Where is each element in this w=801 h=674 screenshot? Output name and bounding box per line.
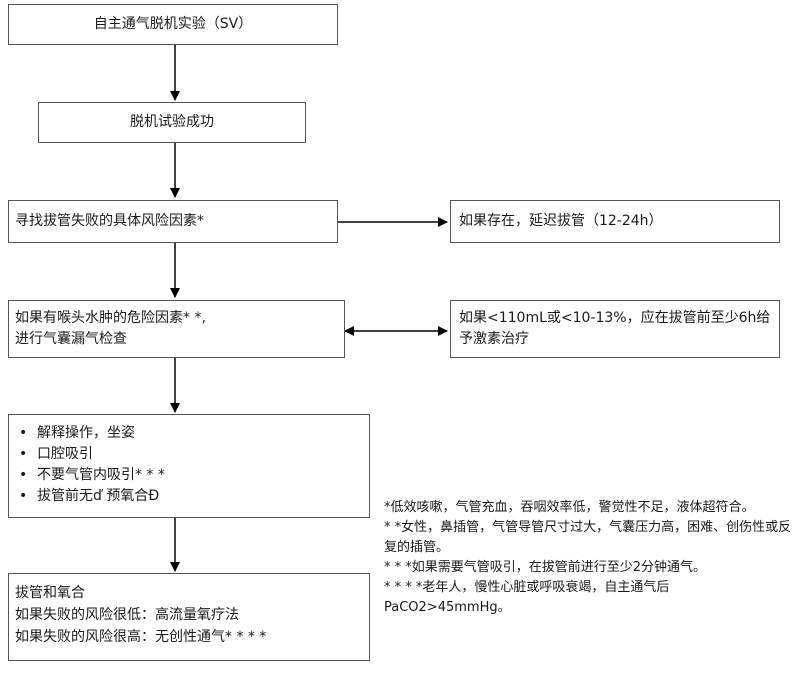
footnotes: *低效咳嗽，气管充血，吞咽效率低，警觉性不足，液体超符合。 * *女性，鼻插管，… [384, 498, 794, 618]
sbt-label: 自主通气脱机实验（SV） [93, 16, 253, 32]
prep-item: 口腔吸引 [9, 444, 369, 465]
footnote-4: * * * *老年人，慢性心脏或呼吸衰竭，自主通气后PaCO2>45mmHg。 [384, 580, 670, 615]
laryngeal-edema-box: 如果有喉头水肿的危险因素* *, 进行气囊漏气检查 [8, 300, 345, 358]
laryngeal-line-1: 如果有喉头水肿的危险因素* *, [15, 310, 206, 326]
success-box: 脱机试验成功 [38, 102, 306, 143]
success-label: 脱机试验成功 [130, 114, 214, 130]
sbt-box: 自主通气脱机实验（SV） [8, 4, 338, 45]
extubation-line-3: 如果失败的风险很高：无创性通气* * * * [15, 629, 267, 645]
risk-factors-box: 寻找拔管失败的具体风险因素* [8, 200, 338, 243]
extubation-box: 拔管和氧合 如果失败的风险很低：高流量氧疗法 如果失败的风险很高：无创性通气* … [8, 573, 370, 661]
prep-item: 拔管前无ď 预氧合Ð [9, 486, 369, 507]
steroid-line-1: 如果<110mL或<10-13%，应在拔管前至少6h给 [459, 310, 771, 326]
extubation-line-1: 拔管和氧合 [15, 585, 85, 601]
prep-item: 解释操作，坐姿 [9, 423, 369, 444]
extubation-line-2: 如果失败的风险很低：高流量氧疗法 [15, 607, 239, 623]
footnote-1: *低效咳嗽，气管充血，吞咽效率低，警觉性不足，液体超符合。 [384, 500, 755, 515]
laryngeal-line-2: 进行气囊漏气检查 [15, 331, 127, 347]
footnote-3: * * *如果需要气管吸引，在拔管前进行至少2分钟通气。 [384, 560, 707, 575]
risk-factors-label: 寻找拔管失败的具体风险因素* [15, 213, 204, 229]
steroid-box: 如果<110mL或<10-13%，应在拔管前至少6h给 予激素治疗 [450, 300, 780, 358]
footnote-2: * *女性，鼻插管，气管导管尺寸过大，气囊压力高，困难、创伤性或反复的插管。 [384, 520, 792, 555]
preparation-list: 解释操作，坐姿 口腔吸引 不要气管内吸引* * * 拔管前无ď 预氧合Ð [9, 423, 369, 507]
prep-item: 不要气管内吸引* * * [9, 465, 369, 486]
delay-label: 如果存在，延迟拔管（12-24h） [459, 213, 663, 229]
delay-box: 如果存在，延迟拔管（12-24h） [450, 200, 780, 243]
preparation-box: 解释操作，坐姿 口腔吸引 不要气管内吸引* * * 拔管前无ď 预氧合Ð [8, 414, 370, 518]
steroid-line-2: 予激素治疗 [459, 331, 529, 347]
